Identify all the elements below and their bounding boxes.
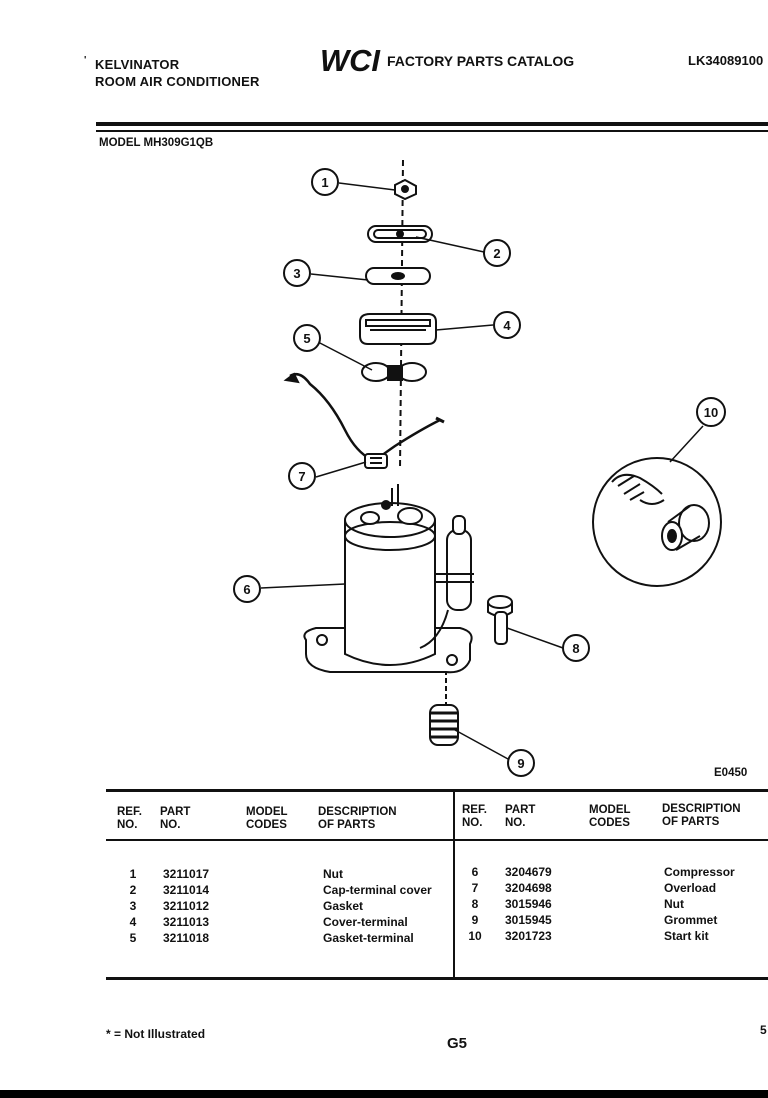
- ref-no: 4: [129, 915, 137, 929]
- start-kit-detail: [592, 457, 722, 587]
- part-description: Gasket: [323, 899, 364, 913]
- table-row: 1 3211017 Nut: [0, 867, 768, 883]
- table-column-divider: [453, 792, 455, 978]
- gasket-terminal-part: [361, 362, 427, 382]
- part-no: 3015945: [505, 913, 552, 927]
- part-description: Start kit: [664, 929, 709, 943]
- catalog-number: LK34089100: [688, 53, 764, 68]
- cap-terminal-cover-part: [367, 225, 433, 243]
- gasket-part: [365, 267, 431, 285]
- callout-4: 4: [503, 318, 511, 333]
- table-row: 6 3204679 Compressor: [0, 865, 768, 881]
- ref-no: 10: [468, 929, 482, 943]
- table-row: 3 3211012 Gasket: [0, 899, 768, 915]
- part-no: 3211014: [163, 883, 210, 897]
- ref-no: 2: [129, 883, 137, 897]
- part-no: 3211013: [163, 915, 210, 929]
- ref-no: 6: [471, 865, 479, 879]
- part-description: Cap-terminal cover: [323, 883, 432, 897]
- table-row: 9 3015945 Grommet: [0, 913, 768, 929]
- part-description: Nut: [323, 867, 343, 881]
- figure-code: E0450: [714, 767, 748, 779]
- wci-logo: WCI: [320, 44, 381, 76]
- part-description: Overload: [664, 881, 717, 895]
- table-row: 5 3211018 Gasket-terminal: [0, 931, 768, 947]
- compressor-part: [303, 484, 474, 674]
- not-illustrated-note: * = Not Illustrated: [106, 1027, 206, 1041]
- table-header-rule: [106, 839, 768, 841]
- header-model-right: MODEL CODES: [589, 804, 631, 829]
- header-ref-left: REF. NO.: [117, 806, 142, 831]
- nut-part: [394, 178, 417, 201]
- model-line: MODEL MH309G1QB: [99, 137, 214, 149]
- header-model-left: MODEL CODES: [246, 806, 288, 831]
- callout-8: 8: [572, 641, 579, 656]
- part-description: Gasket-terminal: [323, 931, 414, 945]
- callout-bubbles: [233, 168, 726, 777]
- table-row: 8 3015946 Nut: [0, 897, 768, 913]
- page-code: G5: [447, 1035, 468, 1052]
- grommet-part: [429, 704, 459, 746]
- part-description: Grommet: [664, 913, 718, 927]
- mounting-nut-part: [487, 595, 513, 645]
- part-no: 3211012: [163, 899, 210, 913]
- table-bottom-rule: [106, 977, 768, 980]
- callout-6: 6: [243, 582, 250, 597]
- part-no: 3204698: [505, 881, 552, 895]
- ref-no: 3: [129, 899, 137, 913]
- part-no: 3211018: [163, 931, 210, 945]
- catalog-title: FACTORY PARTS CATALOG: [387, 53, 575, 69]
- brand-name: KELVINATOR: [95, 57, 180, 72]
- overload-part: [283, 372, 445, 469]
- table-row: 7 3204698 Overload: [0, 881, 768, 897]
- header-part-right: PART NO.: [505, 804, 536, 829]
- product-name: ROOM AIR CONDITIONER: [95, 74, 260, 89]
- callout-3: 3: [293, 266, 300, 281]
- part-description: Compressor: [664, 865, 735, 879]
- wci-logo-text: WCI: [320, 44, 381, 76]
- exploded-parts-diagram: 1 2 3 4 5 6 7 8 9 10: [233, 159, 726, 777]
- ref-no: 5: [129, 931, 137, 945]
- header-rule-thin: [96, 130, 768, 132]
- callout-7: 7: [298, 469, 305, 484]
- part-no: 3204679: [505, 865, 552, 879]
- bullet-mark: ': [84, 55, 87, 66]
- callout-10: 10: [704, 405, 718, 420]
- ref-no: 9: [471, 913, 479, 927]
- leader-lines: [260, 182, 704, 760]
- callout-5: 5: [303, 331, 310, 346]
- ref-no: 8: [471, 897, 479, 911]
- header-desc-left: DESCRIPTION OF PARTS: [318, 806, 397, 831]
- callout-1: 1: [321, 175, 328, 190]
- table-top-rule: [106, 789, 768, 792]
- part-description: Nut: [664, 897, 684, 911]
- callout-2: 2: [493, 246, 500, 261]
- ref-no: 1: [129, 867, 137, 881]
- callout-numbers: 1 2 3 4 5 6 7 8 9 10: [243, 175, 718, 771]
- table-row: 4 3211013 Cover-terminal: [0, 915, 768, 931]
- part-description: Cover-terminal: [323, 915, 408, 929]
- cover-terminal-part: [359, 313, 437, 345]
- table-row: 10 3201723 Start kit: [0, 929, 768, 945]
- table-row: 2 3211014 Cap-terminal cover: [0, 883, 768, 899]
- header-part-left: PART NO.: [160, 806, 191, 831]
- part-no: 3201723: [505, 929, 552, 943]
- part-no: 3211017: [163, 867, 210, 881]
- header-rule-thick: [96, 122, 768, 126]
- ref-no: 7: [471, 881, 479, 895]
- header-ref-right: REF. NO.: [462, 804, 487, 829]
- page-number: 5: [760, 1023, 767, 1037]
- header-desc-right: DESCRIPTION OF PARTS: [662, 803, 741, 828]
- callout-9: 9: [517, 756, 524, 771]
- part-no: 3015946: [505, 897, 552, 911]
